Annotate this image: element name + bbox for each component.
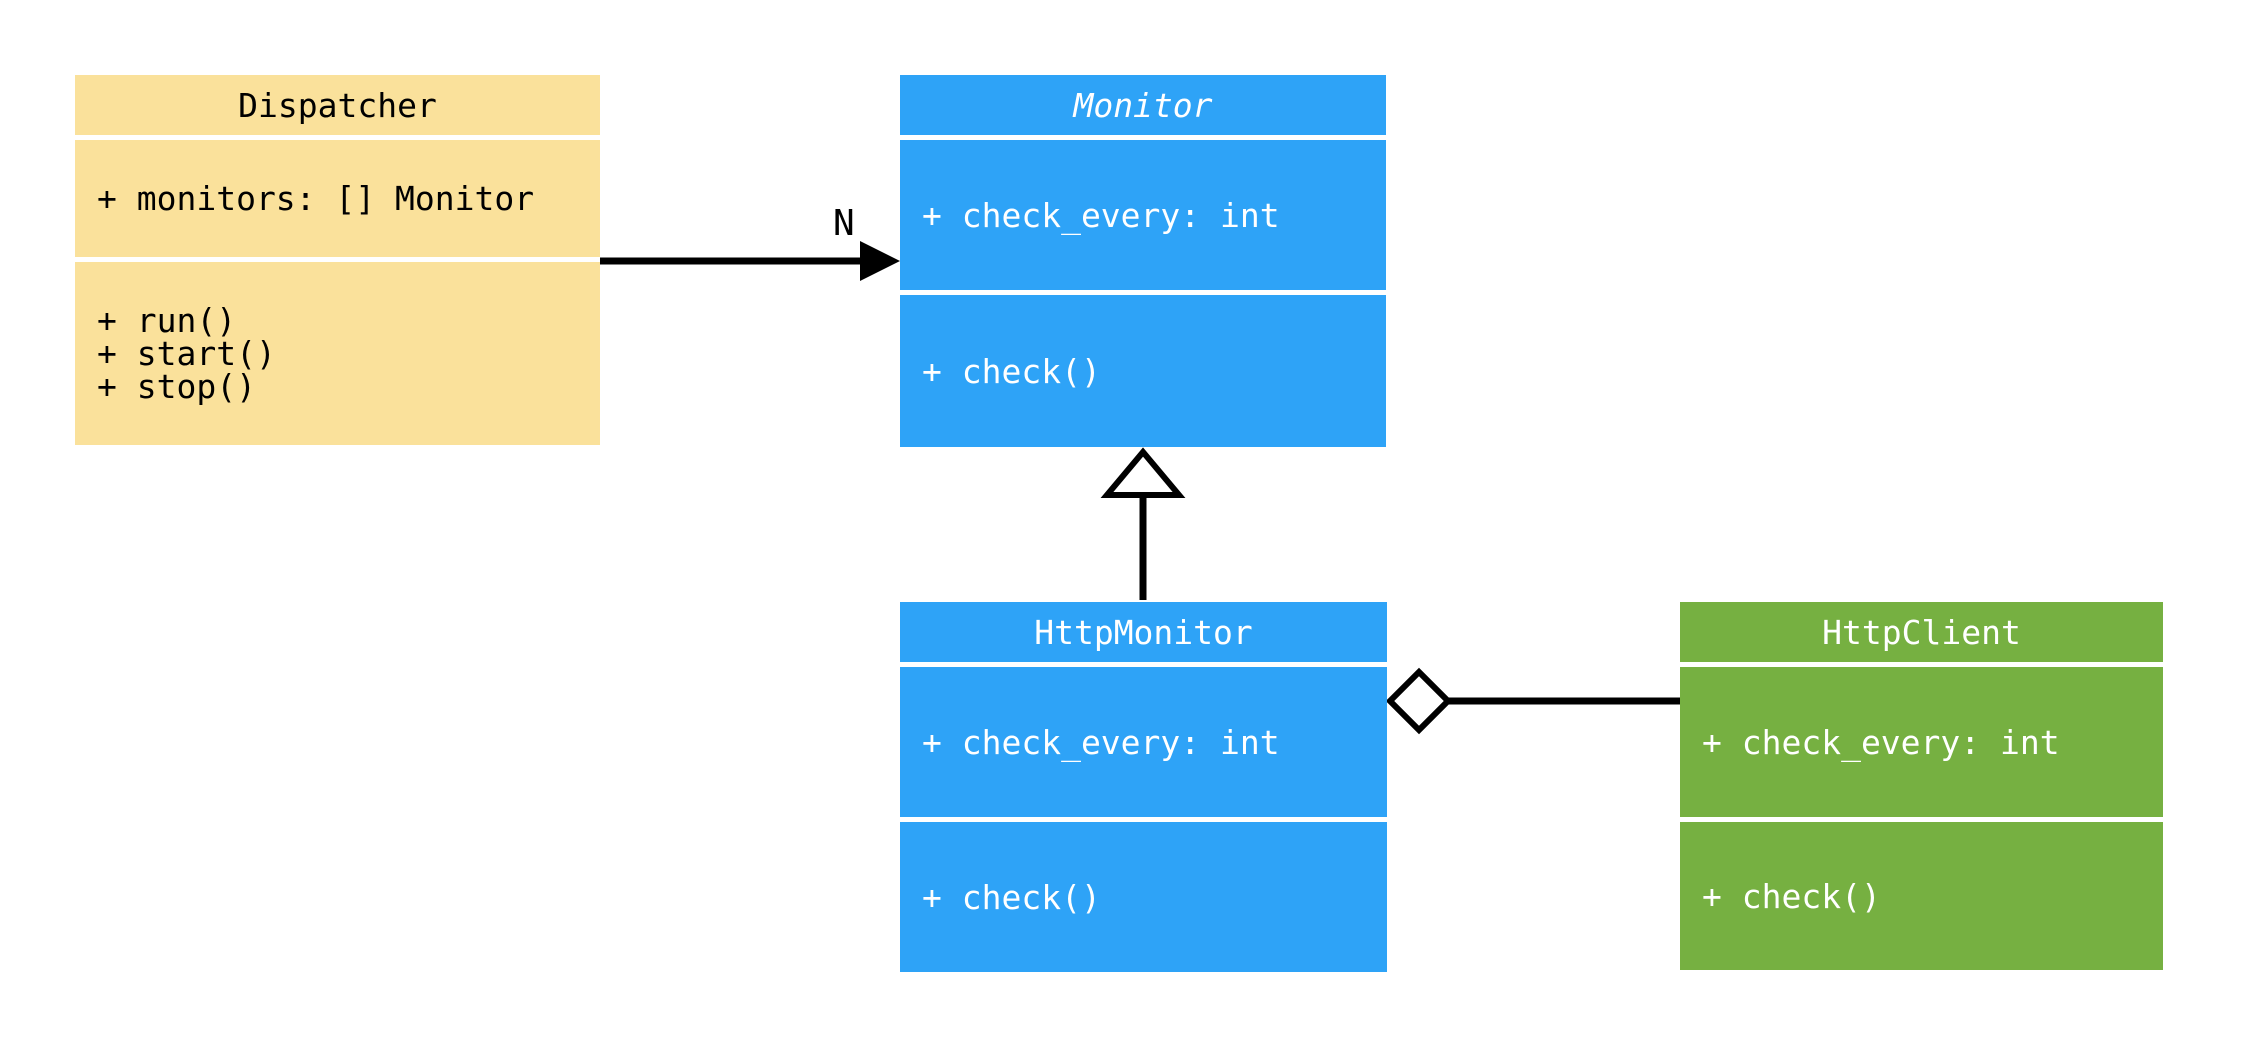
method-item: + start(): [97, 334, 276, 373]
class-attributes-httpclient: + check_every: int: [1680, 667, 2163, 817]
inheritance-triangle-icon: [1100, 447, 1186, 498]
class-name-httpclient: HttpClient: [1822, 612, 2021, 652]
class-name-dispatcher: Dispatcher: [238, 85, 437, 125]
aggregation-diamond-icon: [1385, 667, 1453, 735]
class-methods-httpmonitor: + check(): [900, 822, 1387, 972]
association-edge-dispatcher-monitor: [600, 241, 900, 281]
class-attributes-httpmonitor: + check_every: int: [900, 667, 1387, 817]
attribute-item: + check_every: int: [922, 195, 1280, 235]
method-item: + stop(): [97, 367, 256, 406]
class-box-dispatcher: Dispatcher + monitors: [] Monitor + run(…: [75, 75, 600, 445]
class-name-httpmonitor: HttpMonitor: [1034, 612, 1253, 652]
class-box-httpclient: HttpClient + check_every: int + check(): [1680, 602, 2163, 970]
class-attributes-monitor: + check_every: int: [900, 140, 1386, 290]
class-box-monitor: Monitor + check_every: int + check(): [900, 75, 1386, 447]
association-arrowhead-icon: [860, 241, 900, 281]
method-item: + check(): [1702, 876, 1881, 916]
class-header-httpclient: HttpClient: [1680, 602, 2163, 662]
attribute-item: + monitors: [] Monitor: [97, 179, 535, 218]
association-multiplicity-label: N: [833, 203, 855, 244]
class-methods-monitor: + check(): [900, 295, 1386, 447]
method-item: + check(): [922, 351, 1101, 391]
class-methods-dispatcher: + run() + start() + stop(): [75, 262, 600, 445]
class-box-httpmonitor: HttpMonitor + check_every: int + check(): [900, 602, 1387, 972]
method-item: + check(): [922, 877, 1101, 917]
class-header-httpmonitor: HttpMonitor: [900, 602, 1387, 662]
class-attributes-dispatcher: + monitors: [] Monitor: [75, 140, 600, 257]
class-header-dispatcher: Dispatcher: [75, 75, 600, 135]
attribute-item: + check_every: int: [1702, 722, 2060, 762]
class-methods-httpclient: + check(): [1680, 822, 2163, 970]
method-item: + run(): [97, 301, 237, 340]
aggregation-edge-httpmonitor-httpclient: [1385, 667, 1680, 735]
class-name-monitor: Monitor: [1073, 85, 1213, 125]
class-header-monitor: Monitor: [900, 75, 1386, 135]
inheritance-edge-httpmonitor-monitor: [1100, 447, 1186, 600]
attribute-item: + check_every: int: [922, 722, 1280, 762]
